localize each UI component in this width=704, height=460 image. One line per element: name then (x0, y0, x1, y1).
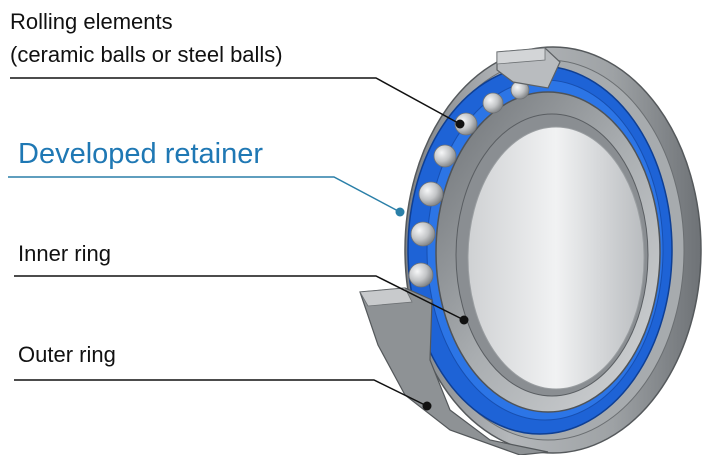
ball (418, 181, 444, 207)
rolling-elements (408, 80, 530, 288)
leader-dot-inner (459, 315, 469, 325)
leader-dots (395, 119, 469, 411)
leader-dot-outer (422, 401, 432, 411)
outer-ring-cutaway (359, 47, 561, 456)
label-rolling-elements: Rolling elements (10, 9, 173, 34)
ball (433, 144, 457, 168)
label-rolling-elements-detail: (ceramic balls or steel balls) (10, 42, 283, 67)
leader-dot-retainer (395, 207, 405, 217)
leader-outer (14, 379, 428, 407)
ball (482, 92, 504, 114)
leader-inner (14, 275, 465, 321)
ball (410, 221, 436, 247)
leader-dot-rolling (455, 119, 465, 129)
leader-retainer (8, 176, 401, 213)
leader-lines (8, 77, 465, 407)
label-developed-retainer: Developed retainer (18, 138, 264, 170)
ball (408, 262, 434, 288)
leader-rolling (10, 77, 461, 125)
label-inner-ring: Inner ring (18, 241, 111, 266)
ball (454, 112, 478, 136)
inner-ring (435, 91, 661, 413)
label-outer-ring: Outer ring (18, 342, 116, 367)
